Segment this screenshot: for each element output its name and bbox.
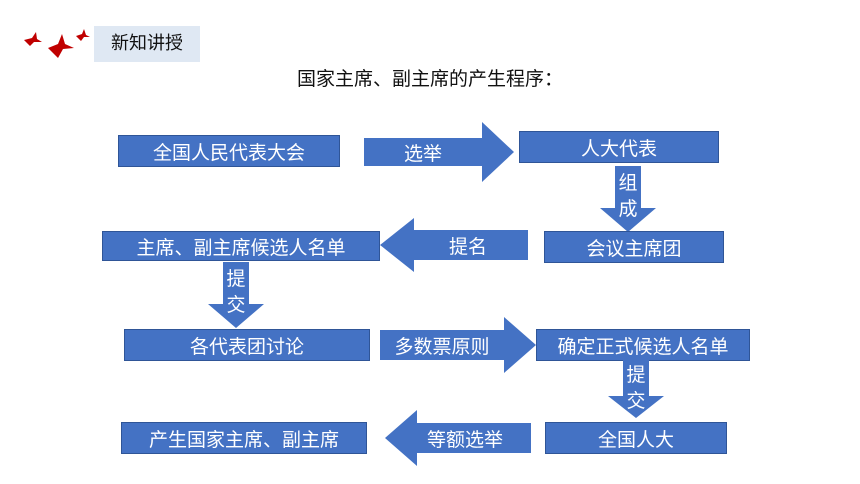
- arrow-submit-label-1: 提: [226, 268, 246, 290]
- page-title: 国家主席、副主席的产生程序：: [296, 68, 563, 90]
- section-tag: 新知讲授: [94, 26, 200, 62]
- arrow-majority: [380, 317, 536, 373]
- box-formal: 确定正式候选人名单: [536, 329, 750, 361]
- arrow-nominate: [380, 218, 528, 272]
- arrow-form: [600, 166, 656, 232]
- arrow-majority-label: 多数票原则: [394, 335, 490, 358]
- box-deputies: 人大代表: [519, 131, 719, 163]
- box-delegations: 各代表团讨论: [124, 329, 370, 361]
- arrow-submit-2: [608, 360, 664, 418]
- box-npc: 全国人民代表大会: [118, 135, 340, 167]
- arrow-submit-label-2: 交: [226, 294, 246, 316]
- arrow-elect-label: 选举: [403, 142, 442, 165]
- arrow-submit: [208, 262, 264, 328]
- arrow-submit-2-label-1: 提: [626, 364, 646, 386]
- box-plenary: 全国人大: [545, 422, 727, 454]
- box-candidates: 主席、副主席候选人名单: [102, 231, 380, 261]
- arrow-equal: [385, 410, 531, 466]
- arrow-form-label-1: 组: [618, 172, 638, 194]
- arrow-submit-2-label-2: 交: [626, 390, 646, 412]
- arrow-elect: [364, 122, 514, 182]
- arrow-form-label-2: 成: [618, 198, 638, 220]
- flying-birds-icon: [24, 29, 90, 58]
- box-result: 产生国家主席、副主席: [121, 422, 367, 454]
- arrow-equal-label: 等额选举: [426, 428, 503, 451]
- arrow-nominate-label: 提名: [448, 235, 487, 258]
- box-presidium: 会议主席团: [544, 231, 724, 263]
